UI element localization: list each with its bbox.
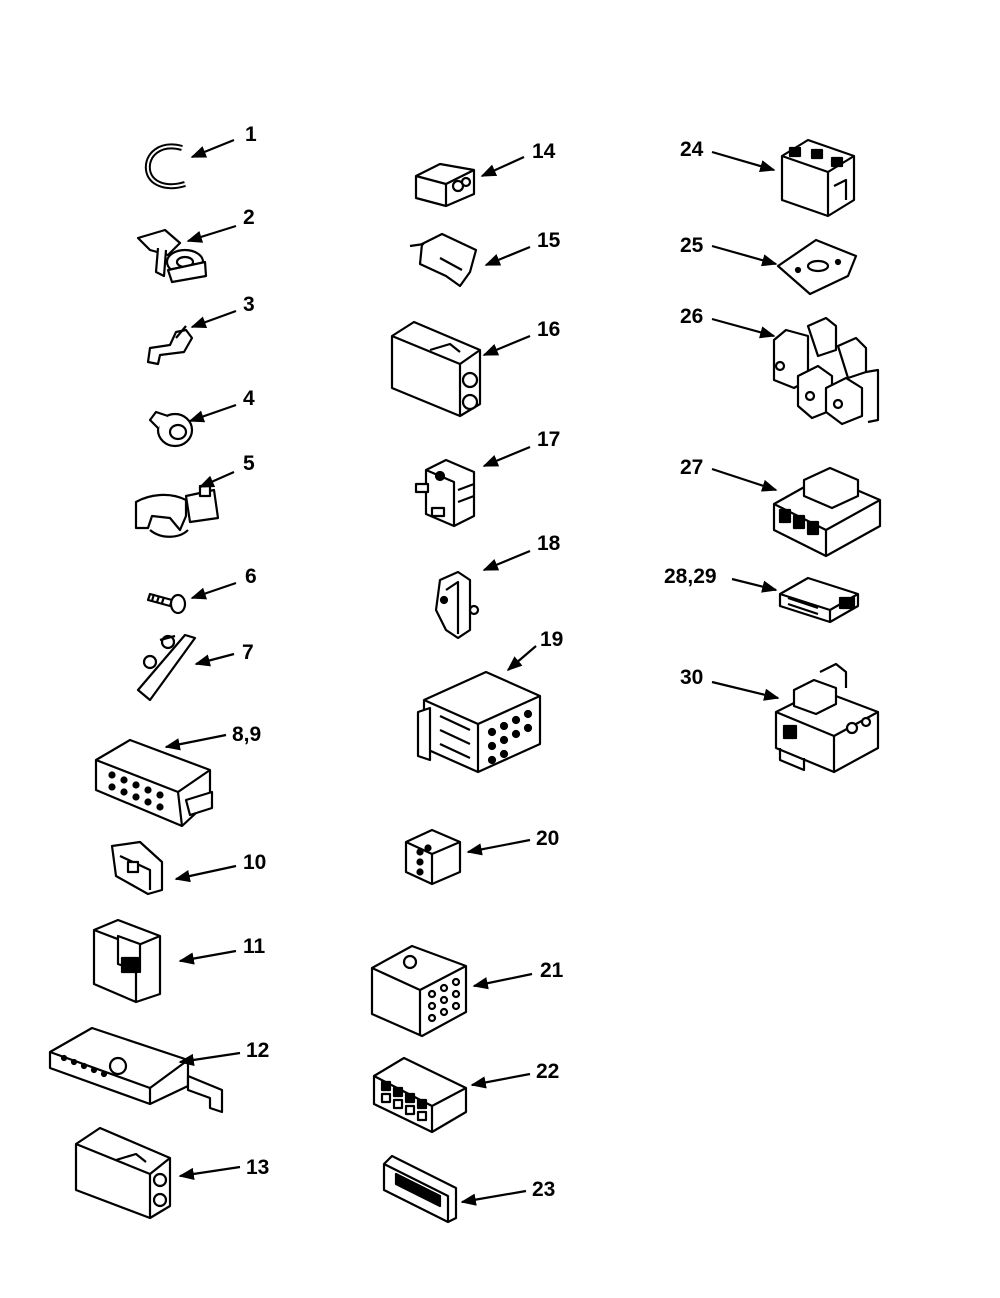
- callout-label-26: 26: [680, 305, 703, 328]
- callout-arrow-3: [190, 309, 237, 329]
- part-22-connector: [372, 1056, 468, 1134]
- part-25-plate: [776, 238, 858, 296]
- callout-label-1: 1: [245, 123, 257, 146]
- callout-arrow-4: [188, 403, 237, 423]
- callout-arrow-20: [466, 838, 531, 856]
- part-5-strap: [134, 484, 220, 538]
- callout-arrow-27: [711, 467, 778, 492]
- callout-label-15: 15: [537, 229, 561, 252]
- callout-label-24: 24: [680, 138, 704, 161]
- callout-label-19: 19: [540, 628, 563, 651]
- part-18-bracket: [434, 570, 480, 640]
- callout-label-16: 16: [537, 318, 560, 341]
- callout-label-6: 6: [245, 565, 257, 588]
- callout-arrow-2: [186, 224, 237, 243]
- callout-arrow-23: [460, 1189, 527, 1206]
- callout-label-11: 11: [243, 935, 266, 958]
- callout-label-25: 25: [680, 234, 704, 257]
- part-1-clip: [144, 143, 186, 190]
- callout-label-28-29: 28,29: [664, 565, 717, 588]
- part-26-assembly: [772, 316, 880, 426]
- callout-label-22: 22: [536, 1060, 559, 1083]
- callout-label-5: 5: [243, 452, 255, 475]
- callout-label-30: 30: [680, 666, 703, 689]
- part-2-clamp: [136, 228, 208, 284]
- part-23-terminal-strip: [382, 1154, 458, 1224]
- callout-label-12: 12: [246, 1039, 269, 1062]
- callout-arrow-22: [470, 1072, 531, 1089]
- part-7-tie-mount: [136, 633, 197, 702]
- part-16-housing: [390, 320, 482, 418]
- part-17-cross-connector: [414, 458, 476, 528]
- callout-arrow-10: [174, 864, 237, 883]
- callout-arrow-6: [190, 581, 237, 600]
- callout-arrow-26: [711, 317, 776, 339]
- callout-label-10: 10: [243, 851, 266, 874]
- callout-arrow-14: [480, 155, 525, 178]
- part-30-assembly: [774, 662, 880, 774]
- part-6-screw: [146, 592, 187, 615]
- callout-label-14: 14: [532, 140, 556, 163]
- part-8-9-housing: [94, 738, 214, 828]
- callout-label-8-9: 8,9: [232, 723, 261, 746]
- callout-label-27: 27: [680, 456, 703, 479]
- callout-arrow-28-29: [731, 577, 778, 593]
- callout-label-17: 17: [537, 428, 560, 451]
- callout-arrow-1: [190, 138, 235, 159]
- callout-label-21: 21: [540, 959, 564, 982]
- callout-arrow-12: [178, 1051, 241, 1067]
- callout-arrow-13: [178, 1165, 241, 1181]
- part-24-housing: [780, 138, 856, 218]
- callout-arrow-16: [482, 334, 531, 357]
- part-12-bracket: [48, 1026, 224, 1114]
- part-15-clip: [409, 232, 478, 288]
- callout-label-4: 4: [243, 387, 255, 410]
- part-3-wire-clip: [146, 325, 194, 366]
- part-14-connector: [414, 162, 476, 208]
- callout-arrow-30: [711, 680, 780, 701]
- part-28-29-terminal: [778, 576, 860, 624]
- part-21-cube-housing: [370, 944, 468, 1038]
- callout-arrow-17: [482, 445, 531, 468]
- part-20-block: [404, 828, 462, 886]
- callout-label-18: 18: [537, 532, 561, 555]
- callout-arrow-18: [482, 549, 531, 572]
- callout-arrow-21: [472, 972, 533, 990]
- callout-label-20: 20: [536, 827, 559, 850]
- part-27-connector: [772, 466, 882, 558]
- callout-arrow-7: [194, 652, 235, 667]
- callout-arrow-15: [484, 245, 531, 267]
- part-10-connector: [110, 840, 164, 896]
- callout-arrow-8-9: [164, 733, 227, 751]
- part-11-latch-housing: [92, 918, 162, 1004]
- part-4-grommet: [148, 410, 194, 448]
- part-13-2pin-housing: [74, 1126, 172, 1220]
- part-19-multipin: [416, 670, 542, 774]
- callout-label-23: 23: [532, 1178, 555, 1201]
- callout-arrow-24: [711, 150, 776, 173]
- callout-arrow-5: [198, 470, 235, 489]
- callout-label-3: 3: [243, 293, 255, 316]
- callout-arrow-11: [178, 949, 237, 965]
- callout-label-2: 2: [243, 206, 255, 229]
- callout-arrow-25: [711, 244, 778, 267]
- callout-arrow-19: [506, 645, 537, 672]
- callout-label-13: 13: [246, 1156, 269, 1179]
- callout-label-7: 7: [242, 641, 254, 664]
